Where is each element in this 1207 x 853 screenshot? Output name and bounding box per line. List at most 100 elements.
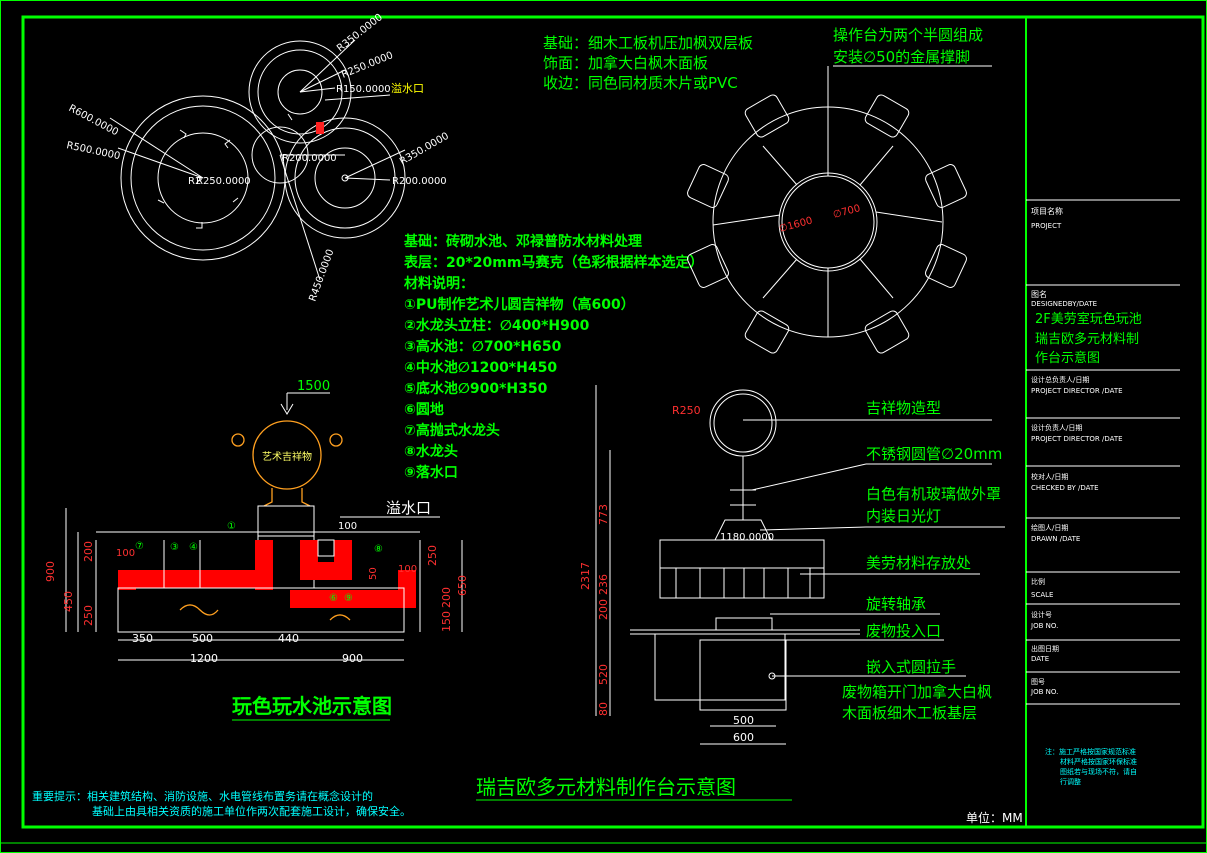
materials-item-6: ⑥圆地	[404, 401, 444, 418]
table-section: R250 1180.0000 2317 773 236 200 520 80 5…	[579, 385, 1005, 745]
label-r350b: R350.0000	[398, 131, 451, 168]
tb-designed: DESIGNEDBY/DATE	[1031, 300, 1097, 308]
materials-item-1: ①PU制作艺术儿圆吉祥物（高600）	[404, 296, 635, 313]
main-title: 瑞吉欧多元材料制作台示意图	[476, 775, 736, 799]
tb-row8-en: JOB NO.	[1030, 688, 1058, 696]
materials-item-2: ②水龙头立柱：∅400*H900	[404, 317, 590, 334]
tb-note-2: 材料严格按国家环保标准	[1060, 757, 1137, 766]
marker-1: ①	[227, 521, 236, 532]
materials-item-9: ⑨落水口	[404, 464, 458, 481]
dim-500-section: 500	[733, 714, 754, 727]
dim-200-section: 200	[597, 599, 610, 620]
callout-bearing: 旋转轴承	[866, 595, 926, 613]
overflow-label: 溢水口	[386, 499, 431, 517]
table-note-1: 操作台为两个半圆组成	[833, 26, 983, 44]
dim-773: 773	[597, 504, 610, 525]
tb-note-1: 注：施工严格按国家规范标准	[1045, 747, 1136, 756]
tb-drawing-cn: 图名	[1031, 289, 1047, 299]
label-r150: R150.0000	[336, 84, 391, 95]
materials-item-5: ⑤底水池∅900*H350	[404, 380, 548, 397]
label-r250b: R250.0000	[340, 50, 395, 81]
marker-4: ④	[189, 542, 198, 553]
dim-150: 150	[440, 611, 453, 632]
tb-project-en: PROJECT	[1031, 222, 1062, 230]
materials-line-2: 表层：20*20mm马赛克（色彩根据样本选定）	[403, 254, 703, 271]
materials-item-3: ③高水池：∅700*H650	[404, 338, 562, 355]
table-callouts: 吉祥物造型 不锈钢圆管∅20mm 白色有机玻璃做外罩 内装日光灯 美劳材料存放处…	[740, 399, 1005, 722]
tb-name-1: 2F美劳室玩色玩池	[1035, 311, 1142, 327]
dim-250r: 250	[426, 545, 439, 566]
tb-name-2: 瑞吉欧多元材料制	[1035, 331, 1139, 347]
tb-row3-cn: 校对人/日期	[1031, 472, 1068, 481]
tb-row5-cn: 比例	[1031, 577, 1045, 586]
warning-line-1: 重要提示：相关建筑结构、消防设施、水电管线布置务请在概念设计的	[32, 789, 373, 803]
unit-label: 单位：MM	[966, 810, 1023, 825]
dim-100a: 100	[116, 548, 135, 559]
label-r450: R450.0000	[307, 248, 336, 303]
label-r250-section: R250	[672, 404, 701, 417]
marker-8: ⑧	[374, 544, 383, 555]
dim-350: 350	[132, 632, 153, 645]
tb-row2-cn: 设计负责人/日期	[1031, 423, 1082, 432]
label-r250: R250.0000	[196, 176, 251, 187]
tb-row4-cn: 绘图人/日期	[1031, 523, 1068, 532]
dim-520: 520	[597, 664, 610, 685]
marker-9: ⑨	[344, 593, 353, 604]
label-r200b: R200.0000	[392, 176, 447, 187]
tb-name-3: 作台示意图	[1035, 350, 1100, 366]
callout-bin-1: 废物箱开门加拿大白枫	[842, 683, 992, 701]
materials-line-1: 基础：砖砌水池、邓禄普防水材料处理	[404, 233, 642, 250]
tb-row7-cn: 出图日期	[1031, 644, 1059, 653]
materials-line-3: 材料说明：	[404, 275, 474, 292]
tb-row4-en: DRAWN /DATE	[1031, 535, 1080, 543]
dim-50: 50	[368, 567, 379, 580]
label-d700: ∅700	[832, 203, 862, 221]
dim-200: 200	[82, 541, 95, 562]
tb-row5-en: SCALE	[1031, 591, 1053, 599]
callout-bin-2: 木面板细木工板基层	[842, 704, 977, 722]
tb-row2-en: PROJECT DIRECTOR /DATE	[1031, 435, 1123, 443]
mascot-label: 艺术吉祥物	[262, 450, 312, 463]
callout-mascot: 吉祥物造型	[866, 399, 941, 417]
tb-row6-en: JOB NO.	[1030, 622, 1058, 630]
dim-250: 250	[82, 605, 95, 626]
tb-row7-en: DATE	[1031, 655, 1049, 663]
note-edge: 收边：同色同材质木片或PVC	[543, 74, 738, 92]
dim-1200: 1200	[190, 652, 218, 665]
label-d1600: ∅1600	[778, 215, 814, 234]
dim-900: 900	[44, 561, 57, 582]
label-r2: R2	[188, 176, 201, 187]
chair-icon	[687, 94, 967, 354]
callout-steel-pipe: 不锈钢圆管∅20mm	[866, 445, 1002, 463]
dim-900b: 900	[342, 652, 363, 665]
dim-200r: 200	[440, 587, 453, 608]
markers: ① ④ ③ ⑧ ⑦ ⑥ ⑨	[135, 521, 383, 604]
tb-row1-en: PROJECT DIRECTOR /DATE	[1031, 387, 1123, 395]
callout-acrylic-1: 白色有机玻璃做外罩	[866, 485, 1001, 503]
tb-note-4: 行调整	[1060, 777, 1081, 786]
label-r500: R500.0000	[65, 140, 121, 162]
label-r200a: R200.0000	[282, 153, 337, 164]
tb-row3-en: CHECKED BY /DATE	[1031, 484, 1099, 492]
label-r600: R600.0000	[67, 103, 120, 138]
dim-450: 450	[62, 591, 75, 612]
dim-80: 80	[597, 702, 610, 716]
label-1180: 1180.0000	[720, 532, 774, 543]
dim-236: 236	[597, 574, 610, 595]
dim-500: 500	[192, 632, 213, 645]
table-note-2: 安装∅50的金属撑脚	[833, 48, 970, 66]
tb-row1-cn: 设计总负责人/日期	[1031, 375, 1089, 384]
callout-waste-inlet: 废物投入口	[866, 622, 941, 640]
table-plan: ∅1600 ∅700	[687, 66, 967, 354]
marker-7: ⑦	[135, 541, 144, 552]
tb-note-3: 图纸若与现场不符，请自	[1060, 767, 1137, 776]
materials-item-4: ④中水池∅1200*H450	[404, 359, 557, 376]
dim-2317: 2317	[579, 562, 592, 590]
dim-650: 650	[456, 575, 469, 596]
dim-1500: 1500	[297, 379, 330, 394]
materials-notes: 基础：砖砌水池、邓禄普防水材料处理 表层：20*20mm马赛克（色彩根据样本选定…	[403, 233, 703, 481]
dim-600: 600	[733, 731, 754, 744]
note-finish: 饰面：加拿大白枫木面板	[543, 54, 708, 72]
pool-section: 1500 艺术吉祥物 溢水口 900 450	[44, 379, 469, 721]
